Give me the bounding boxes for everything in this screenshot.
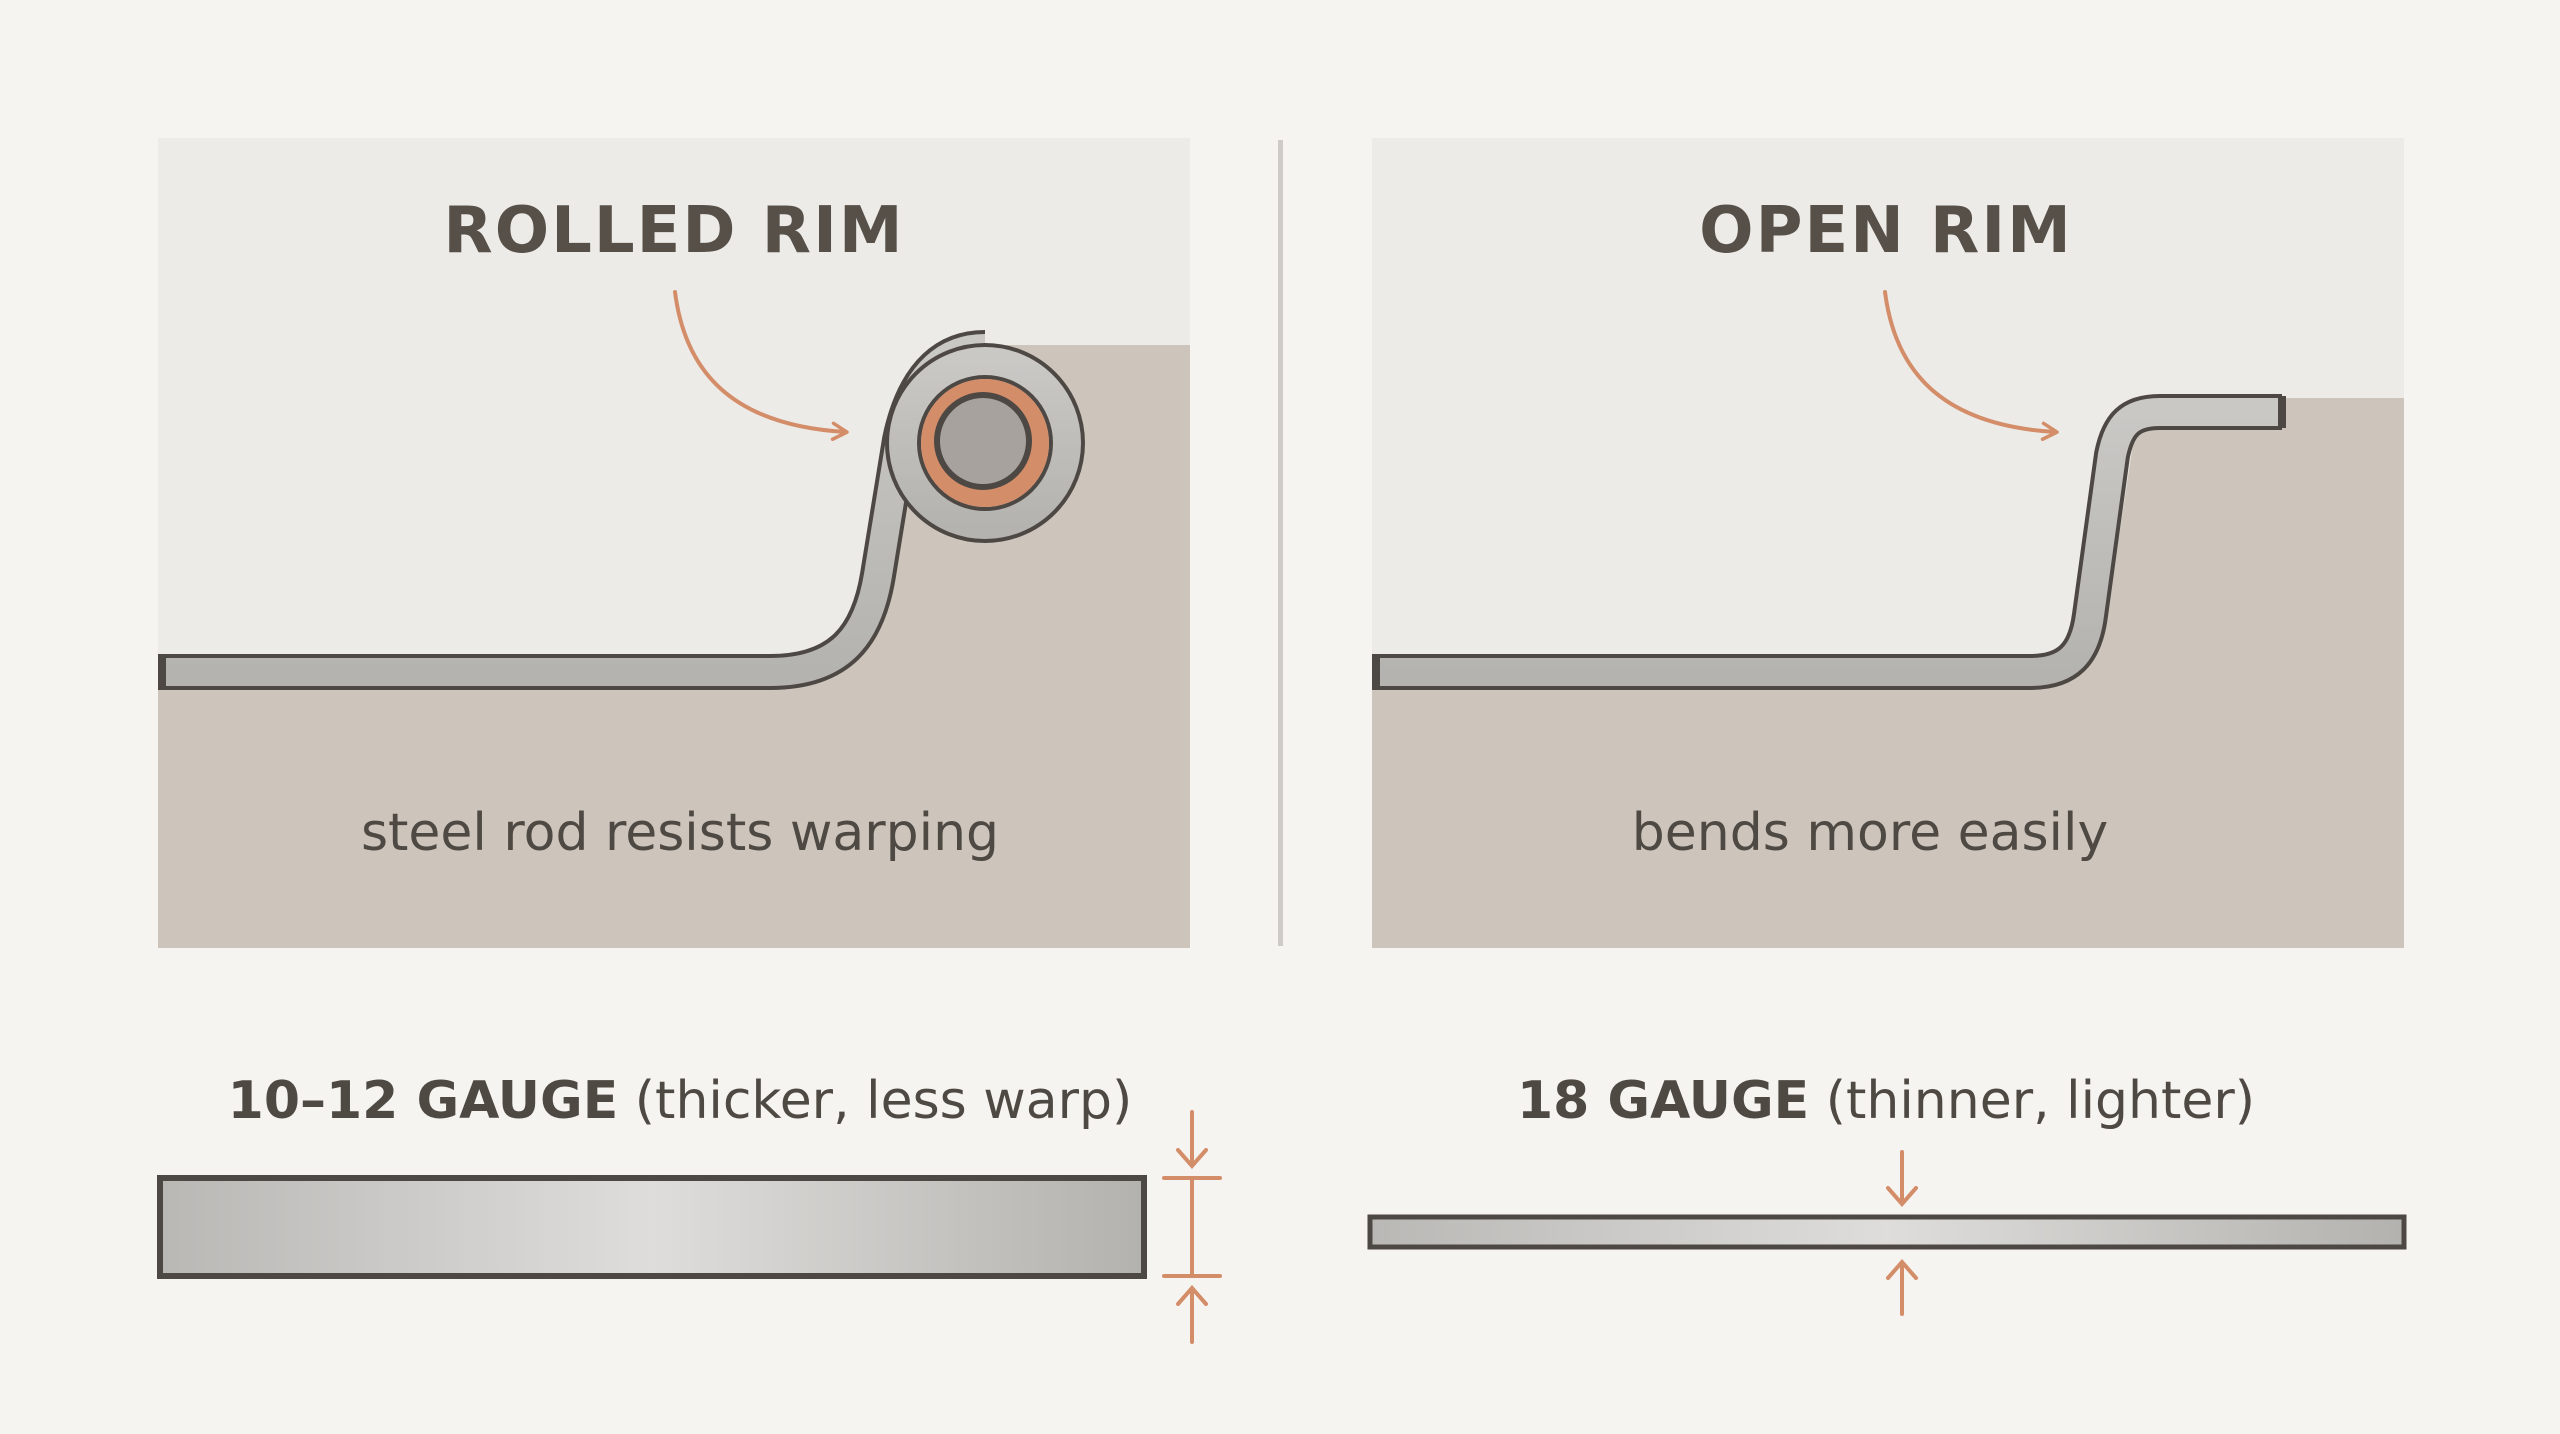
- open-rim-title: OPEN RIM: [1699, 194, 2073, 268]
- thin-gauge-label-bold: 18 GAUGE: [1517, 1071, 1809, 1131]
- thin-steel-bar: [1367, 1214, 2407, 1250]
- open-rim-pointer-arrow: [1883, 290, 2059, 442]
- rolled-rim-title: ROLLED RIM: [443, 194, 904, 268]
- thick-gauge-label: 10–12 GAUGE (thicker, less warp): [228, 1071, 1133, 1131]
- rolled-rim-sheet-end: [158, 656, 166, 688]
- open-rim-sheet: [1372, 398, 2278, 686]
- thick-gauge-label-note: (thicker, less warp): [618, 1071, 1132, 1131]
- rolled-rim-caption: steel rod resists warping: [361, 803, 999, 863]
- rolled-rim-pointer-arrow: [673, 290, 849, 442]
- thin-dimension-marker: [1886, 1150, 1918, 1316]
- rolled-rim-curl: [889, 347, 1081, 539]
- thick-dimension-marker: [1162, 1110, 1222, 1344]
- open-rim-caption: bends more easily: [1632, 803, 2108, 863]
- thin-gauge-section: 18 GAUGE (thinner, lighter): [1367, 1071, 2407, 1316]
- rolled-rim-panel: ROLLED RIM steel rod resists warping: [158, 138, 1190, 948]
- open-rim-panel: OPEN RIM bends more easily: [1372, 138, 2404, 948]
- open-rim-sheet-end: [1372, 656, 1380, 688]
- thick-gauge-label-bold: 10–12 GAUGE: [228, 1071, 619, 1131]
- steel-rod-icon: [934, 392, 1032, 490]
- thick-steel-bar: [157, 1175, 1147, 1279]
- open-rim-lip-end: [2278, 396, 2286, 428]
- thick-gauge-section: 10–12 GAUGE (thicker, less warp): [157, 1071, 1222, 1344]
- thin-gauge-label: 18 GAUGE (thinner, lighter): [1517, 1071, 2255, 1131]
- open-rim-body-fill: [1372, 398, 2404, 948]
- panel-divider: [1278, 140, 1283, 946]
- thin-gauge-label-note: (thinner, lighter): [1809, 1071, 2255, 1131]
